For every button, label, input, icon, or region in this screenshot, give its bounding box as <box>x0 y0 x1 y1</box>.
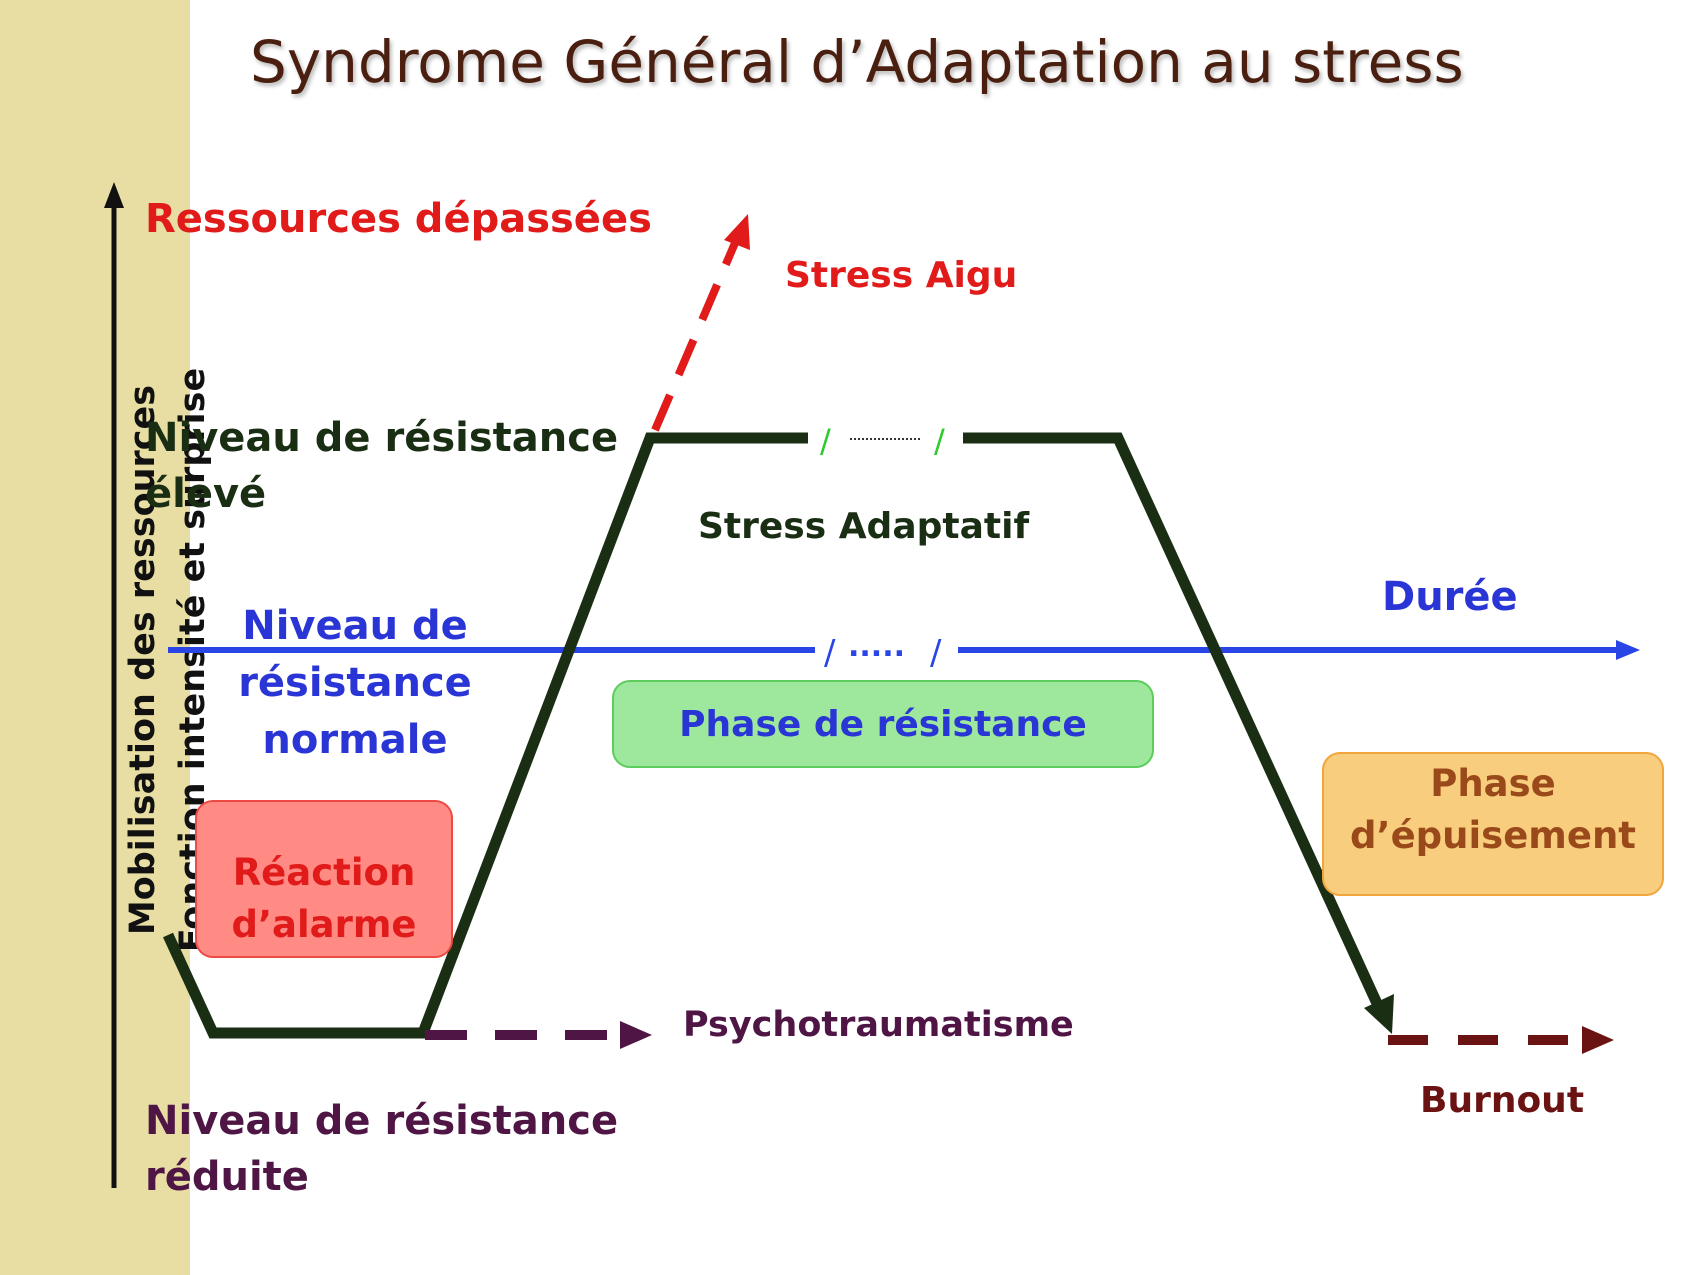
level-high-line1: Niveau de résistance <box>145 415 619 461</box>
gas-curve-arrowhead <box>1364 994 1394 1034</box>
acute-stress-label: Stress Aigu <box>785 255 1018 296</box>
acute-stress-arrowhead <box>724 214 750 250</box>
level-normal-line3: normale <box>262 717 448 763</box>
duration-break-slash-right: / <box>930 633 942 673</box>
gas-curve-exhaustion <box>963 432 1386 1013</box>
level-reduced-label: Niveau de résistance réduite <box>145 1093 618 1205</box>
burnout-arrowhead <box>1582 1026 1614 1054</box>
burnout-label: Burnout <box>1420 1080 1585 1121</box>
page-title: Syndrome Général d’Adaptation au stress <box>250 28 1464 96</box>
level-normal-line1: Niveau de <box>242 603 468 649</box>
level-normal-line2: résistance <box>238 660 472 706</box>
phase-resistance-label: Phase de résistance <box>679 703 1087 745</box>
duration-axis-arrowhead <box>1616 640 1640 660</box>
level-high-label: Niveau de résistance élevé <box>145 410 618 522</box>
side-band <box>0 0 190 1275</box>
y-axis-arrowhead <box>104 182 124 208</box>
phase-alarm-line1: Réaction <box>232 851 416 894</box>
level-exceeded-label: Ressources dépassées <box>145 196 652 242</box>
psychotrauma-arrowhead <box>620 1021 652 1049</box>
level-reduced-line2: réduite <box>145 1154 309 1200</box>
phase-exhaustion-box: Phase d’épuisement <box>1322 752 1664 896</box>
gas-curve-main <box>163 432 808 1039</box>
adaptive-stress-label: Stress Adaptatif <box>698 506 1030 547</box>
level-high-line2: élevé <box>145 471 267 517</box>
psychotrauma-label: Psychotraumatisme <box>683 1005 1074 1045</box>
phase-exhaustion-line1: Phase <box>1430 762 1556 805</box>
level-reduced-line1: Niveau de résistance <box>145 1098 619 1144</box>
duration-label: Durée <box>1382 574 1518 620</box>
plateau-break-slash-left: / <box>820 422 831 460</box>
phase-exhaustion-line2: d’épuisement <box>1350 814 1636 857</box>
duration-break-dots: ..... <box>848 629 905 664</box>
phase-alarm-box: Réaction d’alarme <box>195 800 453 958</box>
phase-alarm-line2: d’alarme <box>231 903 417 946</box>
duration-break-slash-left: / <box>824 633 836 673</box>
phase-resistance-box: Phase de résistance <box>612 680 1154 768</box>
acute-stress-arrow <box>651 234 742 432</box>
level-normal-label: Niveau de résistance normale <box>230 598 480 769</box>
plateau-break-slash-right: / <box>934 422 945 460</box>
